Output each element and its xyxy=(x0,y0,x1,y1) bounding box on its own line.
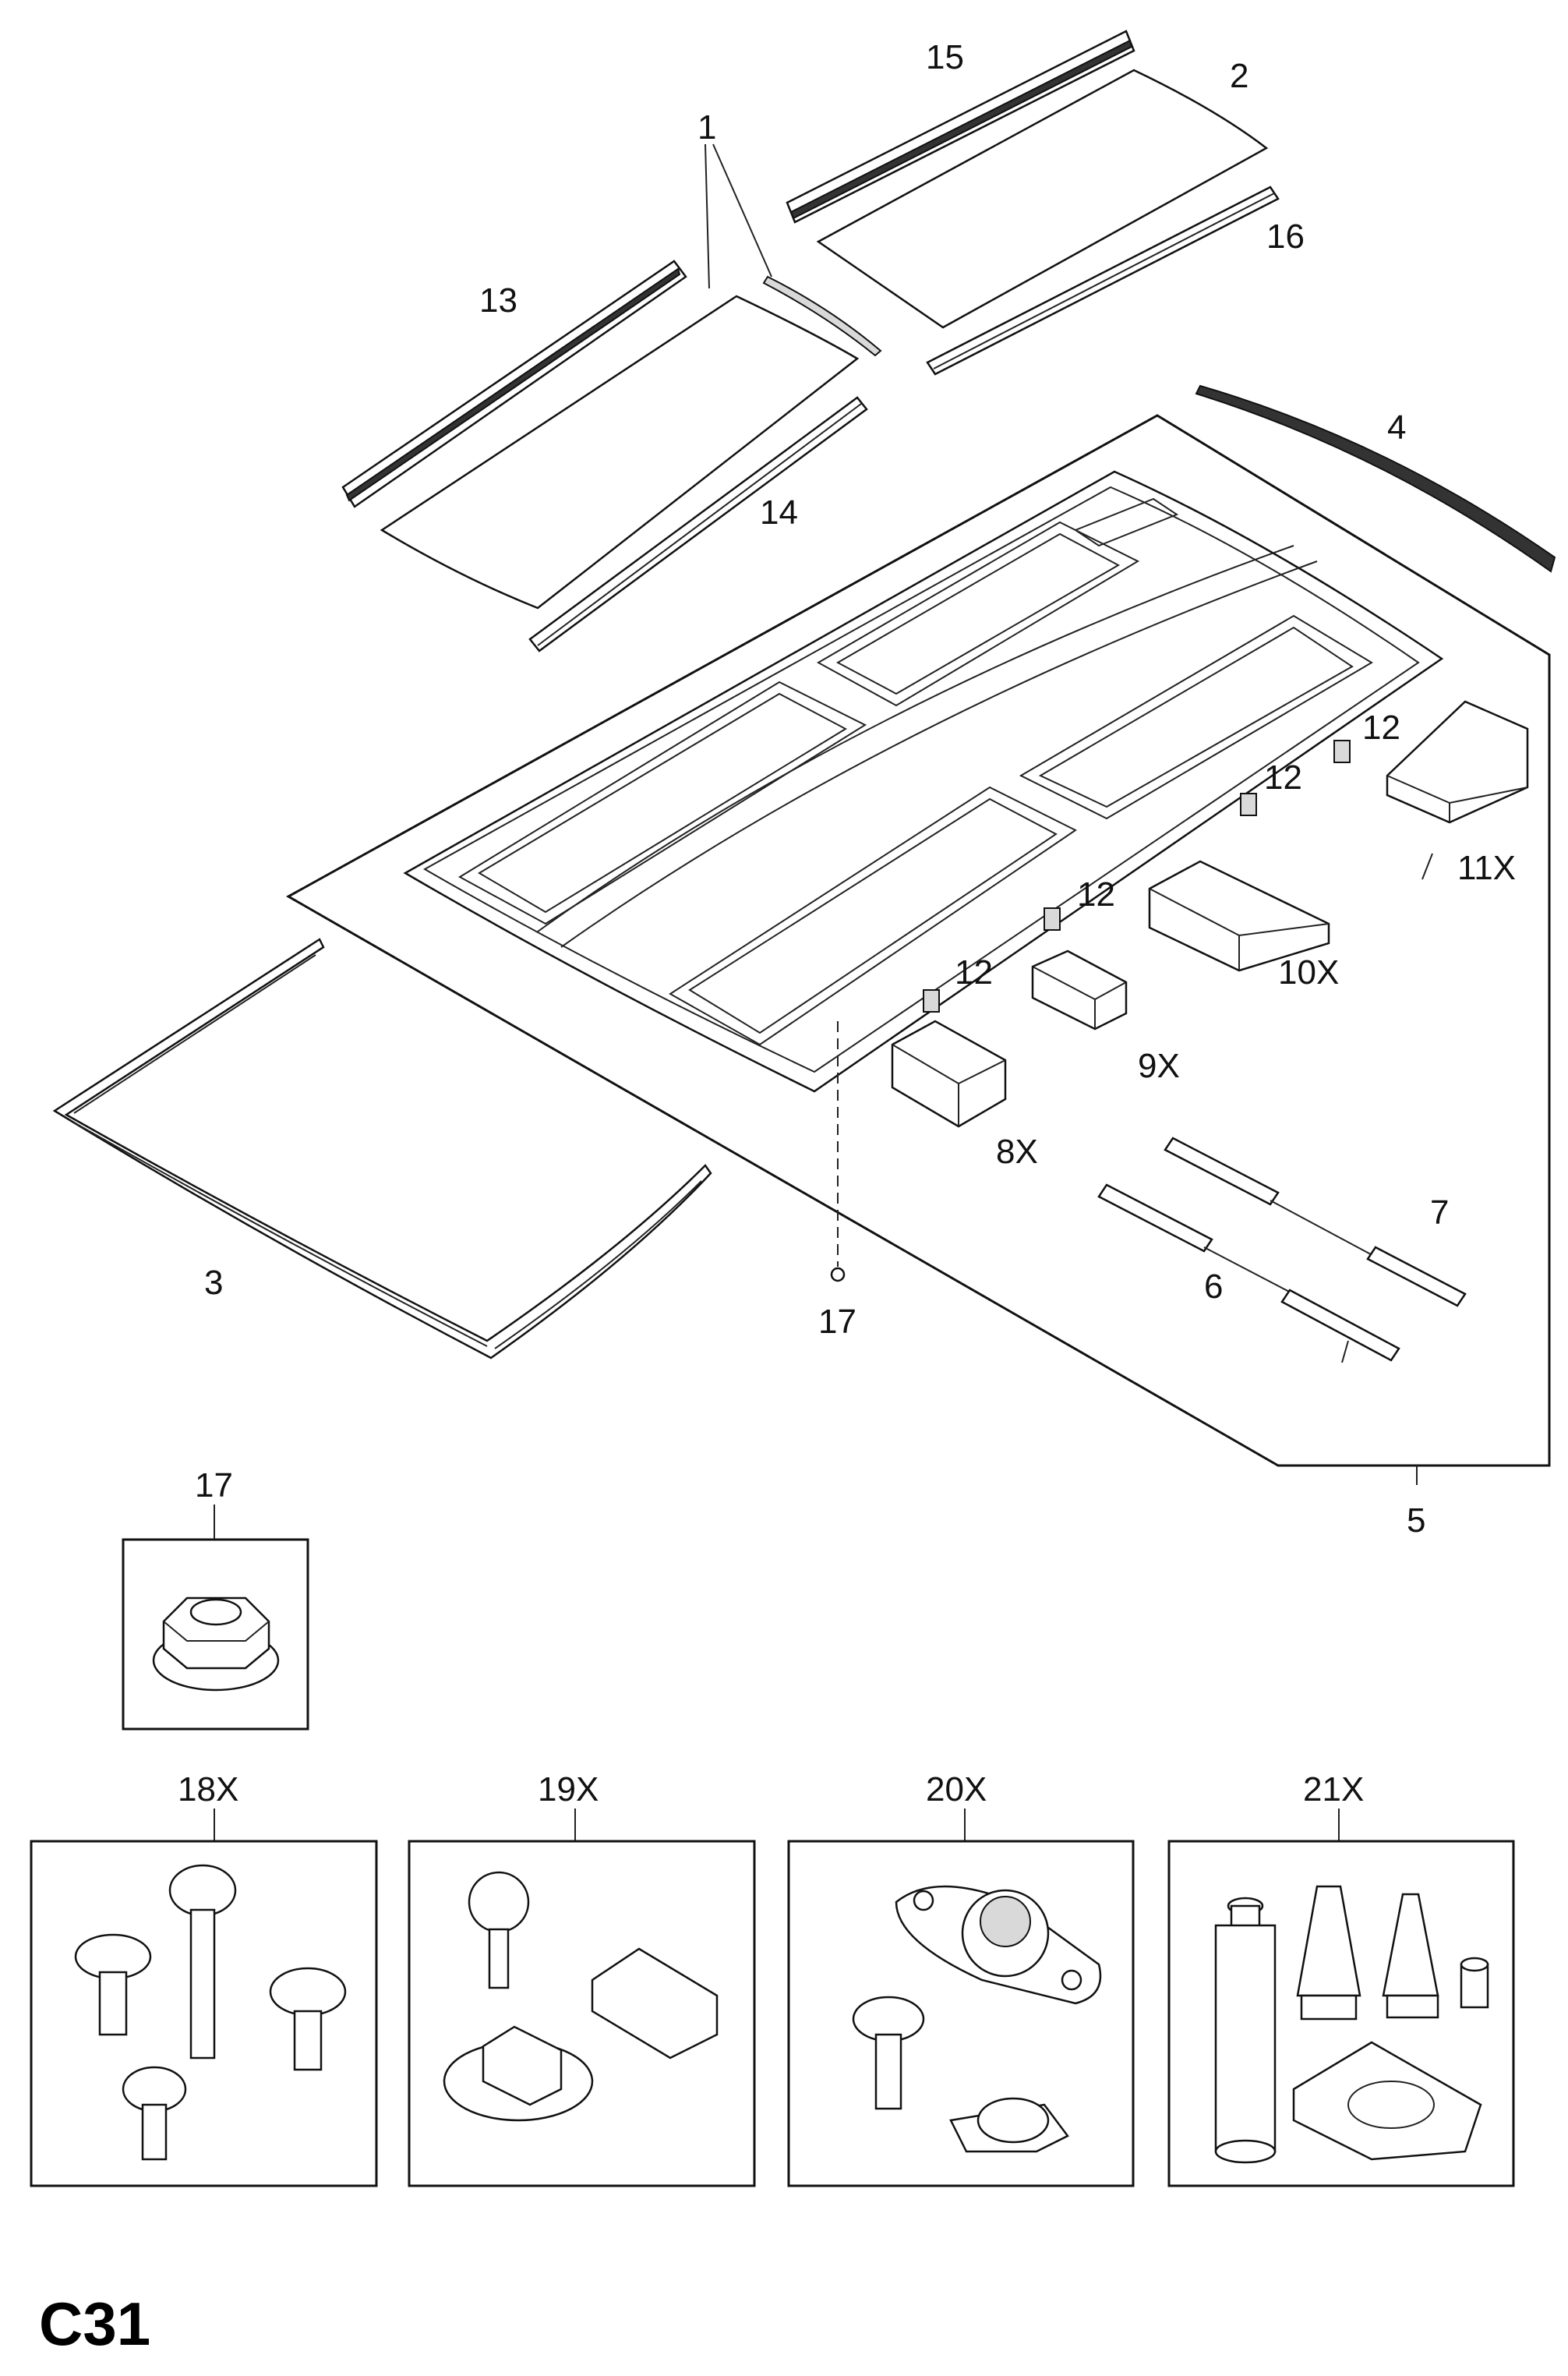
callout-2: 2 xyxy=(1230,57,1248,95)
callout-11x: 11X xyxy=(1457,849,1516,887)
cap-icon xyxy=(1460,1957,1489,2009)
inset-20x-title: 20X xyxy=(926,1770,987,1809)
assembly-outline xyxy=(285,414,1551,1467)
leader-1a xyxy=(705,143,710,289)
part-9x-housing xyxy=(1031,949,1128,1031)
grommet-clip-icon xyxy=(443,2025,594,2122)
part-8x-housing xyxy=(891,1020,1007,1128)
callout-7: 7 xyxy=(1430,1193,1449,1232)
callout-4: 4 xyxy=(1387,408,1406,447)
screw-icon xyxy=(74,1864,347,2161)
inset-19x: 19X xyxy=(408,1770,756,2187)
leader-1b xyxy=(712,143,772,278)
callout-14: 14 xyxy=(760,493,798,532)
callout-12b: 12 xyxy=(1077,875,1115,914)
screw-icon-20x xyxy=(852,1996,925,2110)
callout-6: 6 xyxy=(1204,1268,1223,1306)
part-11x-housing xyxy=(1386,700,1529,880)
part-16-rail xyxy=(926,186,1280,376)
callout-5: 5 xyxy=(1407,1501,1425,1540)
callout-17: 17 xyxy=(818,1303,856,1341)
inset-18x-title: 18X xyxy=(178,1770,238,1809)
part-6-rod xyxy=(1097,1183,1400,1363)
ball-stud-icon xyxy=(468,1871,530,1989)
callout-12d: 12 xyxy=(1362,709,1400,747)
callout-8x: 8X xyxy=(996,1133,1038,1171)
primer-pouch-icon xyxy=(1292,2041,1482,2161)
callout-12c: 12 xyxy=(1264,758,1302,797)
callout-10x: 10X xyxy=(1278,953,1339,992)
inset-17-title: 17 xyxy=(195,1466,233,1504)
part-14-rail xyxy=(528,396,868,652)
part-7-rod xyxy=(1164,1137,1467,1307)
adhesive-cartridge-icon xyxy=(1214,1897,1277,2164)
callout-15: 15 xyxy=(926,38,964,76)
part-15-rail xyxy=(786,30,1135,224)
callout-12a: 12 xyxy=(955,953,993,992)
flange-nut-icon xyxy=(152,1596,280,1692)
gear-mount-icon xyxy=(895,1885,1102,2005)
inset-21x: 21X xyxy=(1167,1770,1515,2187)
callout-3: 3 xyxy=(204,1264,223,1302)
part-13-rail xyxy=(341,260,687,508)
part-2-glass-right xyxy=(816,69,1269,329)
inset-18x: 18X xyxy=(30,1770,378,2187)
callout-13: 13 xyxy=(479,281,517,320)
callout-9x: 9X xyxy=(1138,1047,1180,1085)
callout-16: 16 xyxy=(1266,217,1305,256)
roof-panel xyxy=(403,470,1444,1093)
inset-21x-title: 21X xyxy=(1303,1770,1364,1809)
page-code: C31 xyxy=(39,2289,150,2358)
retainer-ring-icon xyxy=(949,2097,1069,2153)
spring-clip-icon xyxy=(591,1947,719,2060)
nozzle-icon xyxy=(1296,1885,1439,2021)
part-1-trim-strip xyxy=(762,275,882,357)
part-17-nut-small xyxy=(830,1267,846,1282)
inset-17: 17 xyxy=(122,1466,309,1731)
part-12-clips xyxy=(923,740,1351,1013)
callout-1: 1 xyxy=(697,108,716,147)
part-10x-tray xyxy=(1148,860,1330,972)
inset-20x: 20X xyxy=(787,1770,1135,2187)
part-1-glass-left xyxy=(380,295,860,610)
inset-19x-title: 19X xyxy=(538,1770,599,1809)
part-4-rear-strip xyxy=(1195,384,1556,573)
part-3-seal-frame xyxy=(52,938,712,1359)
